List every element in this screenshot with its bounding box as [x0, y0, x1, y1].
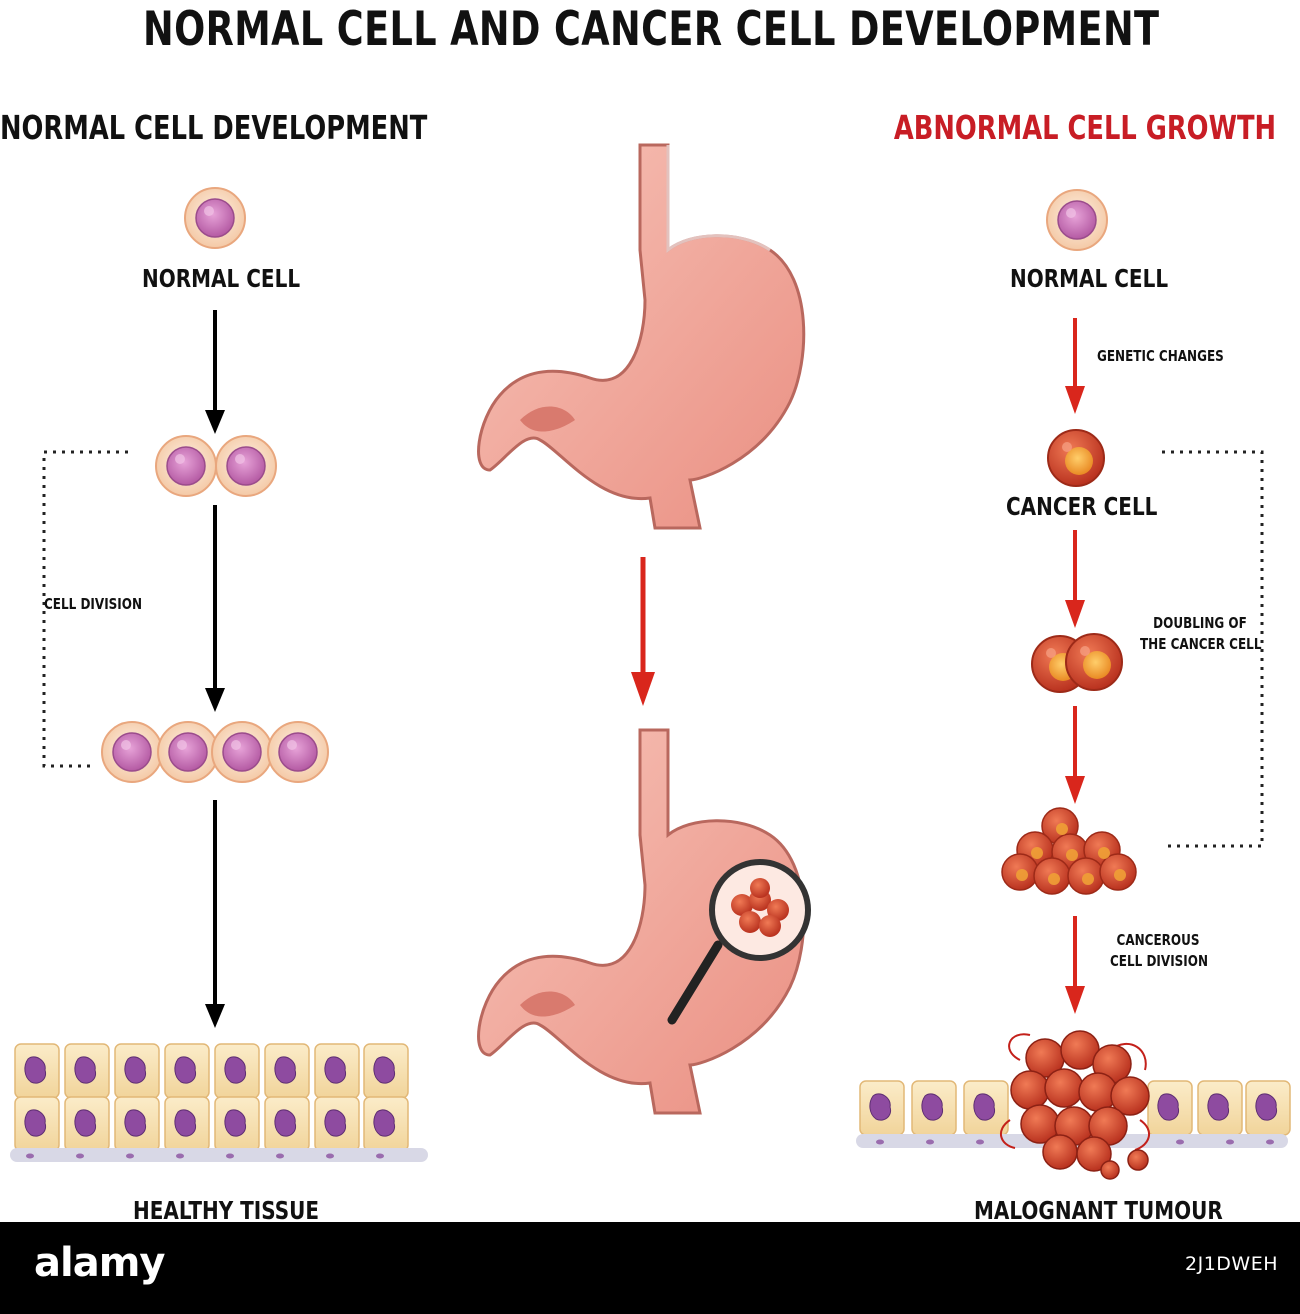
cancer-division-bracket [1162, 450, 1264, 848]
magnifier-icon [667, 859, 811, 1025]
right-arrow-2 [1065, 530, 1085, 628]
right-normal-cell-label: NORMAL CELL [1010, 264, 1169, 293]
left-normal-cell-icon [184, 187, 246, 249]
left-arrow-3 [205, 800, 225, 1028]
healthy-tissue-icon [10, 1043, 428, 1162]
cancer-cell-icon [1047, 429, 1105, 487]
watermark-footer [0, 1222, 1300, 1314]
malignant-tumour-label: MALOGNANT TUMOUR [974, 1196, 1223, 1225]
left-normal-cell-label: NORMAL CELL [142, 264, 301, 293]
cancer-cell-cluster-icon [1001, 807, 1137, 895]
right-heading: ABNORMAL CELL GROWTH [893, 108, 1276, 147]
right-arrow-4 [1065, 916, 1085, 1014]
left-two-cells-icon [155, 435, 277, 497]
cancer-stomach-icon [477, 728, 806, 1115]
cell-division-label: CELL DIVISION [44, 595, 143, 613]
healthy-tissue-label: HEALTHY TISSUE [133, 1196, 320, 1225]
malignant-tumour-icon [856, 1030, 1291, 1180]
diagram-artwork [10, 143, 1291, 1180]
right-arrow-1 [1065, 318, 1085, 414]
doubled-cancer-cells-icon [1031, 633, 1123, 693]
center-arrow [631, 557, 655, 706]
left-arrow-2 [205, 505, 225, 712]
cancerous-label-line-1: CANCEROUS [1116, 931, 1200, 949]
healthy-stomach-icon [477, 143, 806, 530]
cancerous-label-line-2: CELL DIVISION [1110, 952, 1209, 970]
doubling-label: DOUBLING OF THE CANCER CELL [1140, 613, 1262, 655]
doubling-label-line-2: THE CANCER CELL [1140, 635, 1262, 653]
left-heading: NORMAL CELL DEVELOPMENT [0, 108, 428, 147]
right-arrow-3 [1065, 706, 1085, 804]
cancerous-division-label: CANCEROUS CELL DIVISION [1110, 930, 1209, 972]
page-title: NORMAL CELL AND CANCER CELL DEVELOPMENT [143, 2, 1160, 57]
doubling-label-line-1: DOUBLING OF [1153, 614, 1247, 632]
cancer-cell-label: CANCER CELL [1006, 492, 1158, 521]
stock-image-id: 2J1DWEH [1185, 1253, 1278, 1275]
alamy-logo: alamy [34, 1240, 165, 1286]
left-arrow-1 [205, 310, 225, 434]
right-normal-cell-icon [1046, 189, 1108, 251]
left-four-cells-icon [101, 721, 329, 783]
diagram-canvas: NORMAL CELL AND CANCER CELL DEVELOPMENT … [0, 2, 1291, 1225]
genetic-changes-label: GENETIC CHANGES [1097, 347, 1224, 365]
